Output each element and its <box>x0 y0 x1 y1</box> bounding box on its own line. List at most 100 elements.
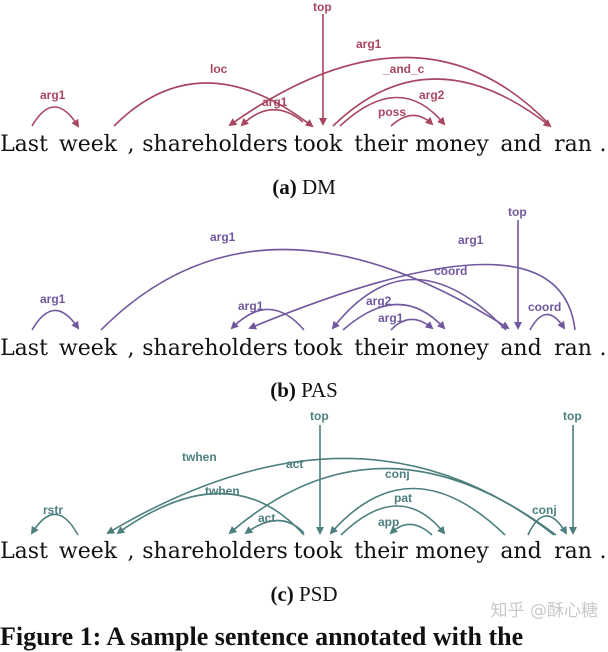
psd-arc-twhen-took-week <box>116 492 305 536</box>
pas-label-arg1: arg1 <box>238 299 264 313</box>
caption-name: DM <box>301 175 336 199</box>
dm-arc-arg1-took-shareholders <box>240 108 304 127</box>
psd-arc-twhen-ran-week <box>106 457 555 536</box>
token: ran <box>554 539 592 564</box>
psd-caption: (c) PSD <box>0 582 608 607</box>
psd-label-act: act <box>286 457 303 471</box>
token: their <box>354 132 408 157</box>
psd-label-conj: conj <box>532 503 557 517</box>
pas-arc-arg1-last-week <box>31 309 80 331</box>
token: . <box>599 539 607 564</box>
psd-graph: rstr twhen twhen act act top conj pat ap… <box>30 409 582 536</box>
caption-letter: (b) <box>270 378 296 402</box>
token: took <box>293 132 343 157</box>
psd-label-top: top <box>563 409 582 423</box>
token: week <box>58 539 118 564</box>
caption-letter: (c) <box>270 582 294 606</box>
psd-label-twhen: twhen <box>205 484 240 498</box>
psd-label-pat: pat <box>394 491 412 505</box>
token: money <box>415 539 489 564</box>
dm-arc-arg2 <box>339 96 446 127</box>
psd-arc-pat <box>340 505 446 536</box>
watermark: 知乎 @酥心糖 <box>490 601 598 621</box>
token: shareholders <box>142 539 288 564</box>
psd-arc-conj-and-ran <box>527 515 568 536</box>
token: Last <box>0 539 48 564</box>
pas-arc-coord-and-ran <box>529 313 566 331</box>
dm-sentence: Last week , shareholders took their mone… <box>0 132 608 160</box>
dm-label-arg1: arg1 <box>262 95 288 109</box>
caption-letter: (a) <box>272 175 297 199</box>
pas-label-arg1: arg1 <box>458 233 484 247</box>
psd-label-rstr: rstr <box>43 503 63 517</box>
pas-sentence: Last week , shareholders took their mone… <box>0 336 608 364</box>
token: took <box>293 539 343 564</box>
token: and <box>500 539 542 564</box>
dm-arc-arg1-ran-shareholders <box>228 56 551 127</box>
token: money <box>415 336 489 361</box>
token: week <box>58 132 118 157</box>
dm-label-top: top <box>313 0 332 14</box>
token: , <box>127 539 135 564</box>
pas-label-arg2: arg2 <box>366 294 392 308</box>
token: took <box>293 336 343 361</box>
token: week <box>58 336 118 361</box>
token: ran <box>554 336 592 361</box>
psd-arc-rstr <box>30 513 79 536</box>
dm-label-arg2: arg2 <box>419 88 445 102</box>
dm-arc-and-c <box>332 78 552 128</box>
token: their <box>354 336 408 361</box>
token: , <box>127 336 135 361</box>
psd-label-app: app <box>378 515 399 529</box>
pas-arc-arg1-week-and <box>100 248 510 331</box>
dm-caption: (a) DM <box>0 175 608 200</box>
dm-arc-loc <box>113 82 314 128</box>
psd-label-act: act <box>258 511 275 525</box>
psd-sentence: Last week , shareholders took their mone… <box>0 539 608 567</box>
token: . <box>599 132 607 157</box>
token: shareholders <box>142 132 288 157</box>
token: and <box>500 132 542 157</box>
dm-label-arg1: arg1 <box>356 37 382 51</box>
pas-arc-arg2 <box>342 303 446 331</box>
psd-label-twhen: twhen <box>182 450 217 464</box>
dm-graph: arg1 loc arg1 top arg1 _and_c arg2 poss <box>31 0 552 128</box>
psd-label-conj: conj <box>385 467 410 481</box>
dm-arc-poss <box>390 114 434 127</box>
pas-caption: (b) PAS <box>0 378 608 403</box>
pas-arc-arg1-took-shareholders <box>230 308 305 331</box>
pas-arc-coord-and-took <box>331 278 507 331</box>
psd-arc-act-ran-shareholders <box>228 467 557 536</box>
token: . <box>599 336 607 361</box>
pas-label-arg1: arg1 <box>378 311 404 325</box>
dm-arc-arg1-last-week <box>31 106 80 128</box>
token: money <box>415 132 489 157</box>
pas-label-arg1: arg1 <box>210 230 236 244</box>
psd-label-top: top <box>310 409 329 423</box>
token: their <box>354 539 408 564</box>
psd-arc-conj-and-took <box>329 487 506 536</box>
token: , <box>127 132 135 157</box>
pas-arc-arg1-their-money <box>390 318 434 331</box>
pas-arc-arg1-ran-shareholders <box>248 263 576 331</box>
dm-label-poss: poss <box>378 105 406 119</box>
dm-label-and-c: _and_c <box>382 62 425 76</box>
token: Last <box>0 336 48 361</box>
caption-name: PAS <box>301 378 338 402</box>
figure-caption-line: Figure 1: A sample sentence annotated wi… <box>0 622 608 652</box>
pas-label-top: top <box>508 205 527 219</box>
pas-label-coord: coord <box>434 264 467 278</box>
pas-label-arg1: arg1 <box>40 292 66 306</box>
pas-label-coord: coord <box>528 300 561 314</box>
psd-arc-app <box>389 523 433 536</box>
caption-name: PSD <box>299 582 338 606</box>
figure-caption-text: Figure 1: A sample sentence annotated wi… <box>0 622 524 651</box>
token: ran <box>554 132 592 157</box>
token: and <box>500 336 542 361</box>
token: shareholders <box>142 336 288 361</box>
dm-label-loc: loc <box>210 62 228 76</box>
psd-arc-act-took-shareholders <box>244 519 305 535</box>
token: Last <box>0 132 48 157</box>
pas-graph: arg1 arg1 arg1 arg2 arg1 coord arg1 top … <box>31 205 576 331</box>
